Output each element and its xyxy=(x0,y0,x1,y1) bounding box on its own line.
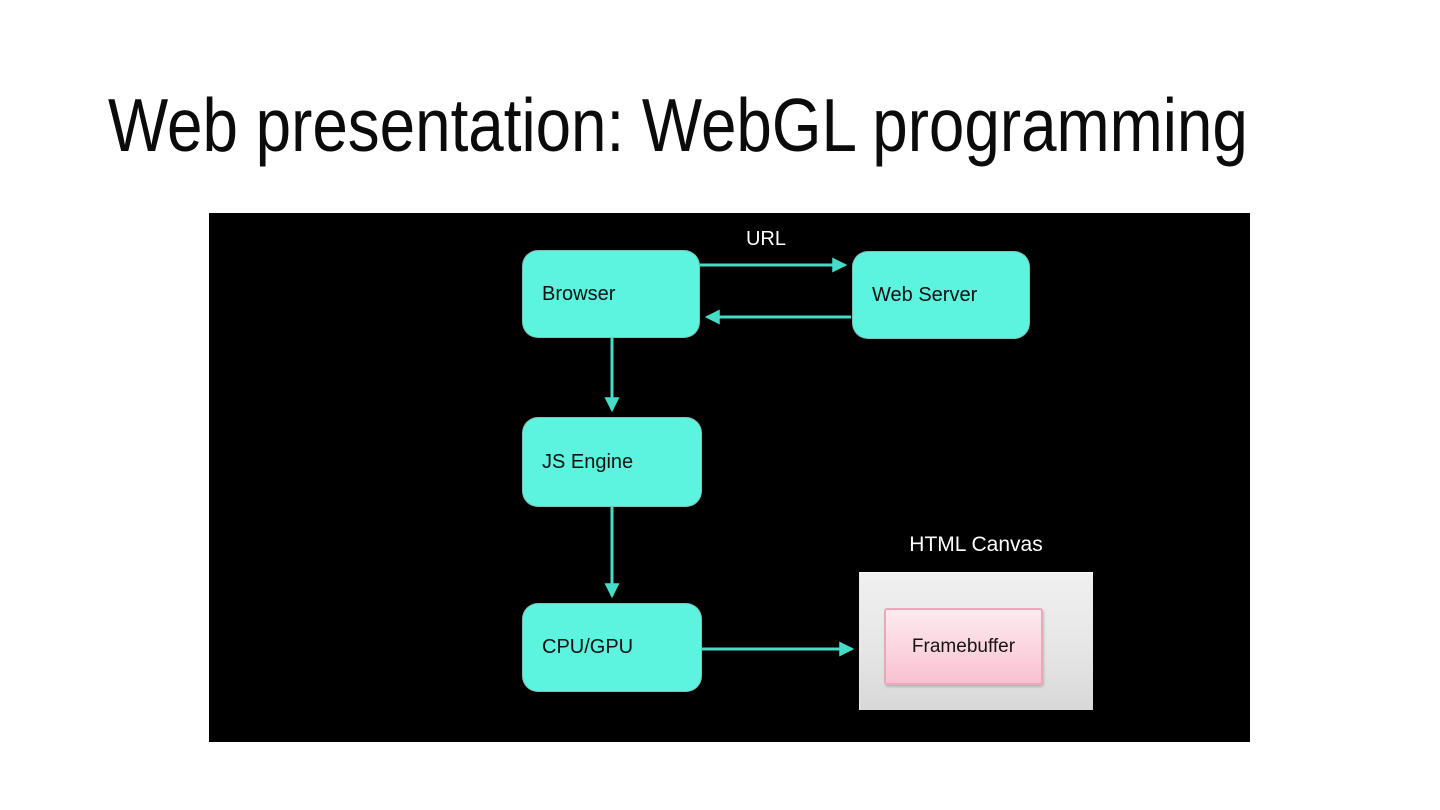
diagram-panel: URL Browser Web Server JS Engine CPU/GPU… xyxy=(209,213,1250,742)
node-framebuffer: Framebuffer xyxy=(884,608,1043,685)
slide-title: Web presentation: WebGL programming xyxy=(108,83,1248,167)
node-framebuffer-label: Framebuffer xyxy=(911,635,1016,657)
html-canvas-label: HTML Canvas xyxy=(909,533,1043,556)
node-cpu-gpu: CPU/GPU xyxy=(522,603,702,692)
node-browser: Browser xyxy=(522,250,700,338)
diagram-edges xyxy=(604,257,855,657)
node-web-server-label: Web Server xyxy=(872,283,978,306)
edge-label-url: URL xyxy=(745,228,786,250)
html-canvas-box: Framebuffer xyxy=(859,572,1093,710)
node-cpu-gpu-label: CPU/GPU xyxy=(542,636,634,658)
node-browser-label: Browser xyxy=(542,282,616,305)
node-js-engine: JS Engine xyxy=(522,417,702,507)
node-js-engine-label: JS Engine xyxy=(542,450,634,473)
node-web-server: Web Server xyxy=(852,251,1030,339)
